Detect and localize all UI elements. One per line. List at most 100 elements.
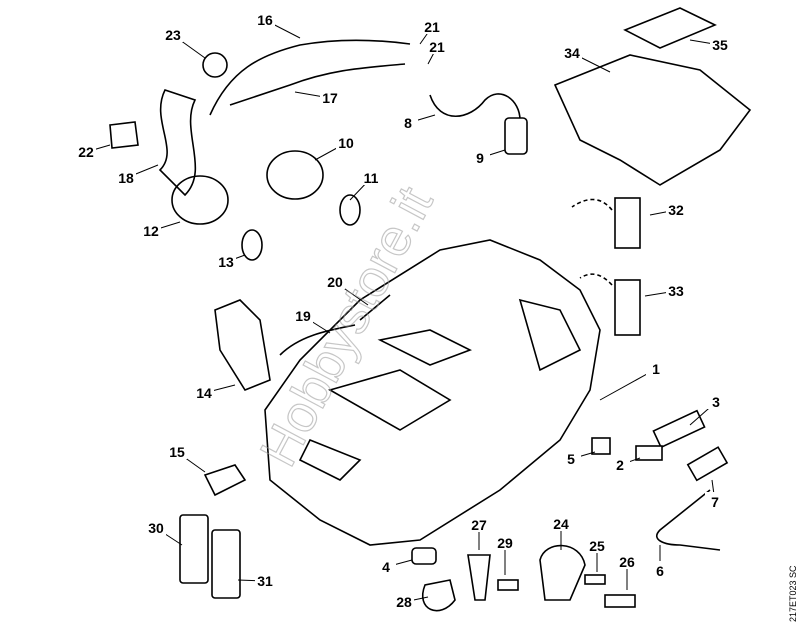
label-plate (623, 7, 717, 49)
arrow-33 (579, 273, 613, 286)
callout-bg (255, 10, 275, 27)
callout-35: 35 (712, 37, 728, 53)
bolt-26 (604, 594, 636, 608)
o-ring-11 (339, 194, 361, 226)
fitting-3 (652, 409, 706, 449)
callout-13: 13 (218, 254, 234, 270)
parts-outlines (109, 7, 752, 612)
callout-bg (561, 449, 581, 466)
callout-2: 2 (616, 457, 624, 473)
arrow-32 (571, 198, 613, 211)
callout-bg (422, 17, 442, 34)
valve-22 (109, 121, 139, 149)
callout-bg (167, 442, 187, 459)
spring-20 (359, 294, 391, 321)
clip-28 (422, 579, 456, 612)
callout-34: 34 (564, 45, 580, 61)
hose-19 (279, 324, 356, 356)
pipe-6 (656, 489, 721, 551)
callout-21: 21 (429, 39, 445, 55)
callout-bg (320, 88, 340, 105)
bracket-15 (203, 464, 247, 497)
callout-24: 24 (553, 516, 569, 532)
nipple-7 (686, 446, 729, 482)
callout-14: 14 (196, 385, 212, 401)
pad-31 (211, 529, 241, 599)
callout-8: 8 (404, 115, 412, 131)
screw-25 (584, 574, 606, 585)
fuel-filter-9 (504, 117, 528, 155)
callout-bg (146, 518, 166, 535)
callout-15: 15 (169, 444, 185, 460)
callout-bg (610, 455, 630, 472)
callout-19: 19 (295, 308, 311, 324)
callout-22: 22 (78, 144, 94, 160)
callout-23: 23 (165, 27, 181, 43)
crankcase-housing (264, 239, 601, 546)
hose-17 (229, 63, 406, 106)
intake-12 (171, 175, 229, 225)
housing-detail (298, 298, 582, 481)
decal-32 (614, 197, 641, 249)
callout-10: 10 (338, 135, 354, 151)
top-cover (553, 54, 752, 186)
callout-bg (116, 168, 136, 185)
callout-bg (194, 383, 214, 400)
bracket-27 (467, 554, 491, 601)
callout-33: 33 (668, 283, 684, 299)
callout-bg (650, 561, 670, 578)
callout-bg (325, 272, 345, 289)
callout-28: 28 (396, 594, 412, 610)
callout-12: 12 (143, 223, 159, 239)
callout-bg (706, 392, 726, 409)
callout-bg (293, 306, 313, 323)
callout-bg (141, 221, 161, 238)
callout-29: 29 (497, 535, 513, 551)
callout-26: 26 (619, 554, 635, 570)
callout-bg (646, 359, 666, 376)
callout-bg (255, 571, 275, 588)
part-4 (411, 547, 437, 565)
callout-6: 6 (656, 563, 664, 579)
callout-bg (587, 536, 607, 553)
callout-bg (495, 533, 515, 550)
o-ring-13 (241, 229, 263, 261)
callout-bg (216, 252, 236, 269)
callout-bg (617, 552, 637, 569)
callout-bg (394, 592, 414, 609)
callout-bg (76, 142, 96, 159)
callout-11: 11 (364, 170, 379, 186)
callout-17: 17 (322, 90, 338, 106)
callout-bg (710, 35, 730, 52)
callout-bg (376, 557, 396, 574)
drawing-code: 217ET023 SC (788, 565, 798, 622)
callout-9: 9 (476, 150, 484, 166)
intake-10 (266, 150, 324, 200)
decal-33 (614, 279, 641, 336)
callout-bg (470, 148, 490, 165)
hose-16 (209, 39, 411, 116)
callout-bg (398, 113, 418, 130)
callout-20: 20 (327, 274, 343, 290)
primer-23 (202, 52, 228, 78)
callout-27: 27 (471, 517, 487, 533)
callout-bg (469, 515, 489, 532)
callout-bg (705, 492, 725, 509)
baffle-14 (214, 299, 271, 391)
callout-3: 3 (712, 394, 720, 410)
screw-29 (497, 579, 519, 591)
callout-21: 21 (424, 19, 440, 35)
plug-5 (591, 437, 611, 455)
callout-bg (361, 168, 381, 185)
callout-bg (336, 133, 356, 150)
cover-24 (539, 544, 586, 601)
callout-bg (666, 281, 686, 298)
callout-30: 30 (148, 520, 164, 536)
callout-18: 18 (118, 170, 134, 186)
callout-4: 4 (382, 559, 390, 575)
callout-32: 32 (668, 202, 684, 218)
callout-16: 16 (257, 12, 273, 28)
callout-bg (562, 43, 582, 60)
